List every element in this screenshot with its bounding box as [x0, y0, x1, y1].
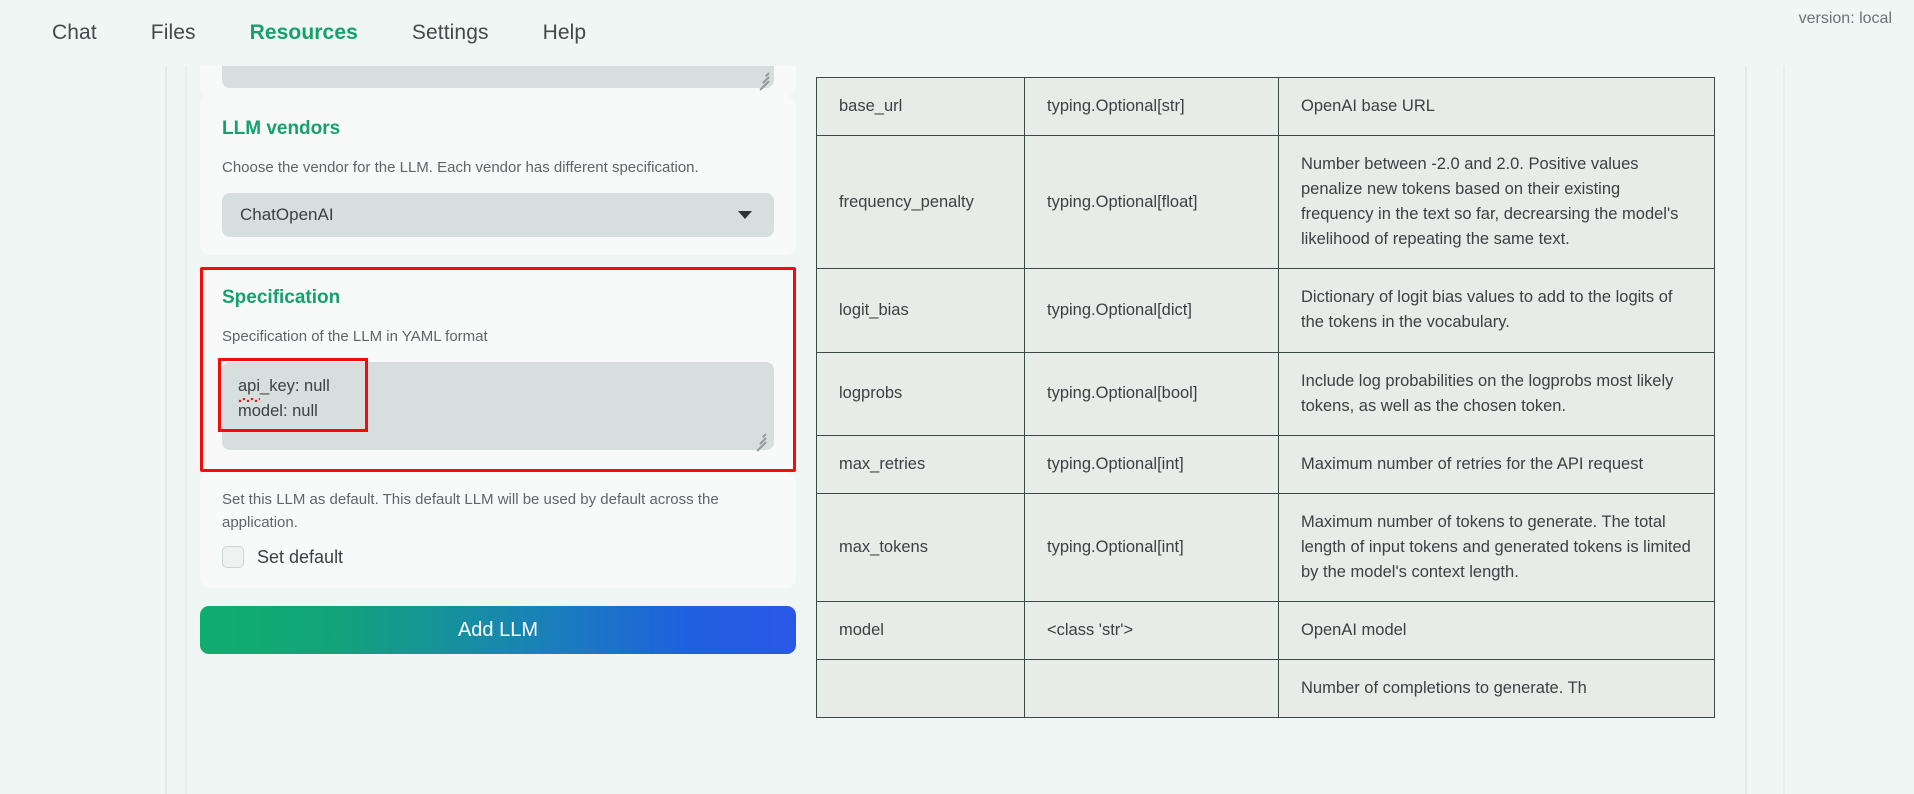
vendor-select[interactable]: ChatOpenAI	[222, 192, 774, 237]
table-cell-type: <class 'str'>	[1024, 601, 1279, 661]
nav-item-files[interactable]: Files	[150, 21, 196, 44]
table-cell-description: Dictionary of logit bias values to add t…	[1278, 268, 1715, 353]
table-row: max_tokens typing.Optional[int] Maximum …	[816, 492, 1715, 603]
table-body: base_url typing.Optional[str] OpenAI bas…	[816, 76, 1715, 719]
chevron-down-icon	[738, 210, 752, 219]
table-cell-description: OpenAI model	[1278, 601, 1715, 661]
specification-reference-table-column: base_url typing.Optional[str] OpenAI bas…	[816, 66, 1716, 794]
table-cell-name	[816, 659, 1025, 719]
add-llm-button[interactable]: Add LLM	[200, 606, 796, 654]
nav-item-help[interactable]: Help	[542, 21, 587, 44]
table-cell-type: typing.Optional[str]	[1024, 76, 1279, 137]
set-default-helper-text: Set this LLM as default. This default LL…	[222, 490, 719, 531]
table-cell-name: base_url	[816, 76, 1025, 137]
resize-grip-icon[interactable]	[755, 69, 770, 91]
table-row: base_url typing.Optional[str] OpenAI bas…	[816, 76, 1715, 137]
table-row: logprobs typing.Optional[bool] Include l…	[816, 351, 1715, 436]
right-divider-outer	[1783, 66, 1785, 794]
table-cell-type: typing.Optional[dict]	[1024, 268, 1279, 353]
table-cell-name: logit_bias	[816, 268, 1025, 353]
nav-item-settings[interactable]: Settings	[411, 21, 489, 44]
llm-vendors-card: LLM vendors Choose the vendor for the LL…	[200, 96, 796, 255]
nav-item-resources[interactable]: Resources	[249, 21, 358, 44]
specification-textarea[interactable]: api_key: null model: null	[218, 357, 774, 452]
llm-vendors-section: LLM vendors Choose the vendor for the LL…	[200, 96, 796, 255]
set-default-checkbox-label: Set default	[257, 546, 344, 567]
yaml-line-model: model: null	[238, 402, 318, 421]
table-cell-description: Number of completions to generate. Th	[1278, 659, 1715, 719]
llm-form-column: LLM vendors Choose the vendor for the LL…	[186, 66, 826, 794]
table-cell-name: max_retries	[816, 434, 1025, 494]
yaml-api-key-rest: _key: null	[260, 376, 330, 395]
right-divider-inner	[1745, 66, 1747, 794]
table-row: logit_bias typing.Optional[dict] Diction…	[816, 268, 1715, 353]
version-label: version: local	[1798, 10, 1892, 27]
table-row: max_retries typing.Optional[int] Maximum…	[816, 434, 1715, 494]
table-cell-type	[1024, 659, 1279, 719]
table-cell-description: OpenAI base URL	[1278, 76, 1715, 137]
table-cell-name: logprobs	[816, 351, 1025, 436]
left-divider-outer	[165, 66, 167, 794]
specification-card: Specification Specification of the LLM i…	[200, 266, 796, 472]
llm-vendors-helper-text: Choose the vendor for the LLM. Each vend…	[222, 159, 699, 176]
table-cell-description: Maximum number of retries for the API re…	[1278, 434, 1715, 494]
table-row-partial: Number of completions to generate. Th	[816, 659, 1715, 719]
table-cell-type: typing.Optional[float]	[1024, 135, 1279, 270]
set-default-card: Set this LLM as default. This default LL…	[200, 471, 796, 589]
specification-helper-text: Specification of the LLM in YAML format	[222, 327, 488, 345]
table-row: frequency_penalty typing.Optional[float]…	[816, 135, 1715, 270]
vendor-select-value: ChatOpenAI	[240, 204, 334, 224]
specification-title: Specification	[222, 286, 341, 308]
table-cell-description: Number between -2.0 and 2.0. Positive va…	[1278, 135, 1715, 270]
nav-item-chat[interactable]: Chat	[52, 21, 97, 44]
table-row: model <class 'str'> OpenAI model	[816, 601, 1715, 661]
table-cell-name: model	[816, 601, 1025, 661]
table-cell-type: typing.Optional[bool]	[1024, 351, 1279, 436]
top-navigation-bar: Chat Files Resources Settings Help versi…	[0, 0, 1914, 66]
clipped-textarea-above	[200, 66, 796, 96]
yaml-line-api-key: api_key: null	[238, 374, 758, 402]
set-default-checkbox-row[interactable]: Set default	[222, 546, 774, 568]
table-cell-description: Include log probabilities on the logprob…	[1278, 351, 1715, 436]
clipped-textarea-body[interactable]	[222, 66, 774, 91]
llm-vendors-title: LLM vendors	[222, 118, 341, 139]
table-cell-name: max_tokens	[816, 492, 1025, 603]
set-default-section: Set this LLM as default. This default LL…	[200, 472, 796, 589]
table-cell-description: Maximum number of tokens to generate. Th…	[1278, 492, 1715, 603]
set-default-checkbox[interactable]	[222, 546, 244, 568]
spellcheck-underline: api	[238, 374, 261, 402]
specification-reference-table: base_url typing.Optional[str] OpenAI bas…	[816, 76, 1715, 719]
specification-annotated-region: Specification Specification of the LLM i…	[200, 266, 796, 472]
content-area: LLM vendors Choose the vendor for the LL…	[0, 66, 1914, 794]
table-cell-name: frequency_penalty	[816, 135, 1025, 270]
left-divider-inner	[185, 66, 187, 794]
resize-grip-icon[interactable]	[752, 430, 767, 452]
table-cell-type: typing.Optional[int]	[1024, 434, 1279, 494]
table-cell-type: typing.Optional[int]	[1024, 492, 1279, 603]
